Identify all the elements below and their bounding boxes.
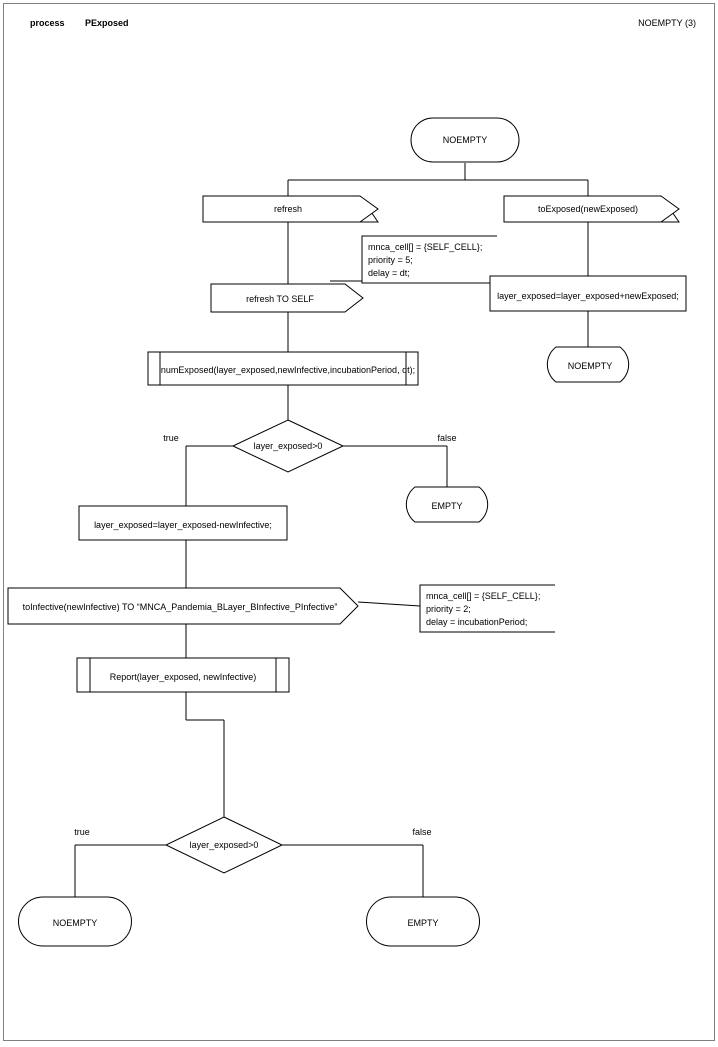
task-shape xyxy=(78,505,288,541)
decision-true-label: true xyxy=(163,433,179,443)
output-shape xyxy=(7,587,359,625)
decision-false-label: false xyxy=(412,827,431,837)
task-label: layer_exposed=layer_exposed-newInfective… xyxy=(94,520,272,530)
node-state-noempty-bottom[interactable]: NOEMPTY xyxy=(18,896,132,947)
node-input-refresh[interactable]: refresh xyxy=(202,195,379,223)
comment-line-2: priority = 2; xyxy=(426,604,471,614)
node-state-noempty-right[interactable]: NOEMPTY xyxy=(546,346,630,383)
decision-shape xyxy=(164,816,284,874)
state-shape xyxy=(405,486,489,523)
node-state-empty-mid[interactable]: EMPTY xyxy=(405,486,489,523)
decision-false-label: false xyxy=(437,433,456,443)
procedure-label: Report(layer_exposed, newInfective) xyxy=(110,672,257,682)
output-shape xyxy=(210,283,364,313)
task-shape xyxy=(489,275,687,312)
node-procedure-numexposed[interactable]: numExposed(layer_exposed,newInfective,in… xyxy=(147,351,419,386)
node-state-empty-bottom[interactable]: EMPTY xyxy=(366,896,480,947)
node-procedure-report[interactable]: Report(layer_exposed, newInfective) xyxy=(76,657,290,693)
state-shape xyxy=(410,117,520,163)
input-label: toExposed(newExposed) xyxy=(538,204,638,214)
state-shape xyxy=(18,896,132,947)
comment-line-3: delay = dt; xyxy=(368,268,410,278)
comment-line-1: mnca_cell[] = {SELF_CELL}; xyxy=(368,242,482,252)
comment-bracket xyxy=(361,235,497,284)
input-label: refresh xyxy=(274,204,302,214)
node-output-refresh-self[interactable]: refresh TO SELF xyxy=(210,283,364,313)
decision-true-label: true xyxy=(74,827,90,837)
node-comment-refresh: mnca_cell[] = {SELF_CELL}; priority = 5;… xyxy=(361,235,497,284)
header-keyword: process xyxy=(30,18,65,28)
output-label: toInfective(newInfective) TO “MNCA_Pande… xyxy=(23,602,338,612)
state-label: NOEMPTY xyxy=(53,918,98,928)
state-label: NOEMPTY xyxy=(568,361,613,371)
input-shape xyxy=(503,195,680,223)
decision-shape xyxy=(231,419,345,473)
state-label: EMPTY xyxy=(431,501,462,511)
state-shape xyxy=(546,346,630,383)
comment-bracket xyxy=(419,584,555,633)
output-label: refresh TO SELF xyxy=(246,294,314,304)
procedure-shape xyxy=(147,351,419,386)
state-label: NOEMPTY xyxy=(443,135,488,145)
node-task-add-exposed[interactable]: layer_exposed=layer_exposed+newExposed; xyxy=(489,275,687,312)
decision-label: layer_exposed>0 xyxy=(254,441,323,451)
node-output-toinfective[interactable]: toInfective(newInfective) TO “MNCA_Pande… xyxy=(7,587,359,625)
comment-line-3: delay = incubationPeriod; xyxy=(426,617,527,627)
connector-layer xyxy=(74,163,589,897)
input-notch xyxy=(359,195,379,223)
node-input-toexposed[interactable]: toExposed(newExposed) xyxy=(503,195,680,223)
comment-line-2: priority = 5; xyxy=(368,255,413,265)
input-notch xyxy=(660,195,680,223)
connector-comment2-attach xyxy=(357,601,421,607)
comment-line-1: mnca_cell[] = {SELF_CELL}; xyxy=(426,591,540,601)
header-state-reference: NOEMPTY (3) xyxy=(638,18,696,28)
decision-label: layer_exposed>0 xyxy=(190,840,259,850)
node-decision-layer-exposed-1[interactable]: layer_exposed>0 true false xyxy=(163,419,457,473)
procedure-label: numExposed(layer_exposed,newInfective,in… xyxy=(161,365,415,375)
node-decision-layer-exposed-2[interactable]: layer_exposed>0 true false xyxy=(74,816,432,874)
procedure-shape xyxy=(76,657,290,693)
header-process-name: PExposed xyxy=(85,18,129,28)
task-label: layer_exposed=layer_exposed+newExposed; xyxy=(497,291,679,301)
node-state-noempty-top[interactable]: NOEMPTY xyxy=(410,117,520,163)
state-shape xyxy=(366,896,480,947)
node-comment-toinfective: mnca_cell[] = {SELF_CELL}; priority = 2;… xyxy=(419,584,555,633)
input-shape xyxy=(202,195,379,223)
state-label: EMPTY xyxy=(407,918,438,928)
node-task-sub-infective[interactable]: layer_exposed=layer_exposed-newInfective… xyxy=(78,505,288,541)
